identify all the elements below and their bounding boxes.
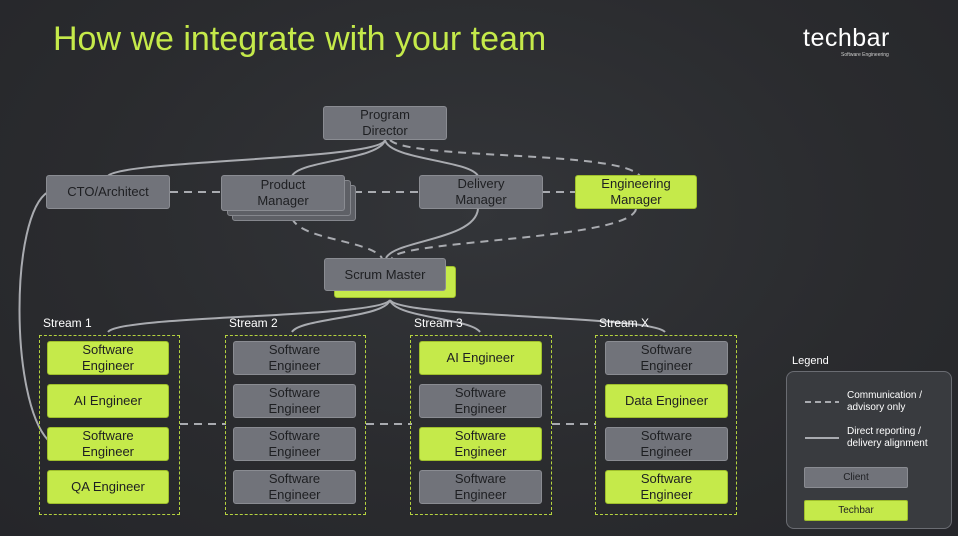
role-label: Data Engineer: [624, 393, 709, 408]
cto-architect-box: CTO/Architect: [46, 175, 170, 209]
stream-2-role-2: Software Engineer: [233, 384, 356, 418]
logo-wordmark: techbar: [803, 24, 890, 52]
stream-2-role-1: Software Engineer: [233, 341, 356, 375]
scrum-master-box: Scrum Master: [324, 258, 446, 291]
program-director-label: Program Director: [360, 107, 410, 138]
legend-client-swatch: Client: [804, 467, 908, 488]
role-label: Software Engineer: [81, 428, 135, 459]
dash-product-scrum: [291, 217, 383, 259]
stream-1-frame: [39, 335, 180, 515]
role-label: Software Engineer: [268, 342, 321, 373]
legend-dashed-text: Communication / advisory only: [847, 390, 923, 413]
engineering-manager-box: Engineering Manager: [575, 175, 697, 209]
stream-x-role-1: Software Engineer: [605, 341, 728, 375]
stream-3-label: Stream 3: [414, 316, 463, 330]
stream-x-role-2: Data Engineer: [605, 384, 728, 418]
program-director-box: Program Director: [323, 106, 447, 140]
engineering-manager-label: Engineering Manager: [601, 176, 671, 207]
stream-3-role-3: Software Engineer: [419, 427, 542, 461]
dash-pd-eng: [389, 139, 641, 177]
line-scrum-s1: [107, 299, 391, 333]
legend-techbar-label: Techbar: [838, 505, 874, 516]
product-manager-label: Product Manager: [257, 177, 309, 208]
line-scrum-s2: [291, 299, 391, 333]
logo-tagline: Software Engineering: [841, 52, 889, 58]
stream-2-role-4: Software Engineer: [233, 470, 356, 504]
role-label: Software Engineer: [454, 428, 507, 459]
delivery-manager-box: Delivery Manager: [419, 175, 543, 209]
stream-x-label: Stream X: [599, 316, 650, 330]
delivery-manager-label: Delivery Manager: [455, 176, 507, 207]
line-scrum-sx: [389, 299, 666, 333]
stream-1-role-1: Software Engineer: [47, 341, 169, 375]
line-delivery-scrum: [385, 208, 479, 259]
stream-2-label: Stream 2: [229, 316, 278, 330]
role-label: Software Engineer: [640, 428, 693, 459]
legend-line-samples: [805, 401, 839, 439]
role-label: QA Engineer: [71, 479, 145, 494]
stream-3-role-2: Software Engineer: [419, 384, 542, 418]
line-pd-delivery: [384, 139, 479, 177]
line-cto-stream1: [18, 191, 49, 441]
stream-3-frame: [410, 335, 552, 515]
role-label: Software Engineer: [454, 471, 507, 502]
stream-x-frame: [595, 335, 737, 515]
stream-2-frame: [225, 335, 366, 515]
legend-panel: Communication / advisory only Direct rep…: [786, 371, 952, 529]
role-label: Software Engineer: [81, 342, 135, 373]
product-manager-box: Product Manager: [221, 175, 345, 211]
line-pd-product: [291, 139, 386, 177]
role-label: Software Engineer: [640, 471, 693, 502]
role-label: Software Engineer: [268, 385, 321, 416]
stream-1-role-4: QA Engineer: [47, 470, 169, 504]
legend-client-label: Client: [843, 472, 869, 483]
stream-3-role-4: Software Engineer: [419, 470, 542, 504]
stream-3-role-1: AI Engineer: [419, 341, 542, 375]
role-label: AI Engineer: [446, 350, 515, 365]
legend-solid-text: Direct reporting / delivery alignment: [847, 426, 928, 449]
stream-2-role-3: Software Engineer: [233, 427, 356, 461]
scrum-master-label: Scrum Master: [344, 266, 426, 282]
line-pd-cto: [107, 139, 386, 177]
stream-1-role-2: AI Engineer: [47, 384, 169, 418]
dash-eng-scrum: [391, 208, 637, 259]
legend-title: Legend: [792, 355, 829, 367]
role-label: Software Engineer: [268, 471, 321, 502]
stream-x-role-4: Software Engineer: [605, 470, 728, 504]
role-label: Software Engineer: [268, 428, 321, 459]
role-label: Software Engineer: [454, 385, 507, 416]
stream-x-role-3: Software Engineer: [605, 427, 728, 461]
line-scrum-s3: [389, 299, 481, 333]
techbar-logo: techbar Software Engineering: [803, 24, 890, 58]
role-label: AI Engineer: [74, 393, 142, 408]
stream-1-label: Stream 1: [43, 316, 92, 330]
cto-architect-label: CTO/Architect: [67, 184, 149, 199]
stream-1-role-3: Software Engineer: [47, 427, 169, 461]
role-label: Software Engineer: [640, 342, 693, 373]
legend-techbar-swatch: Techbar: [804, 500, 908, 521]
page-title: How we integrate with your team: [53, 20, 547, 58]
